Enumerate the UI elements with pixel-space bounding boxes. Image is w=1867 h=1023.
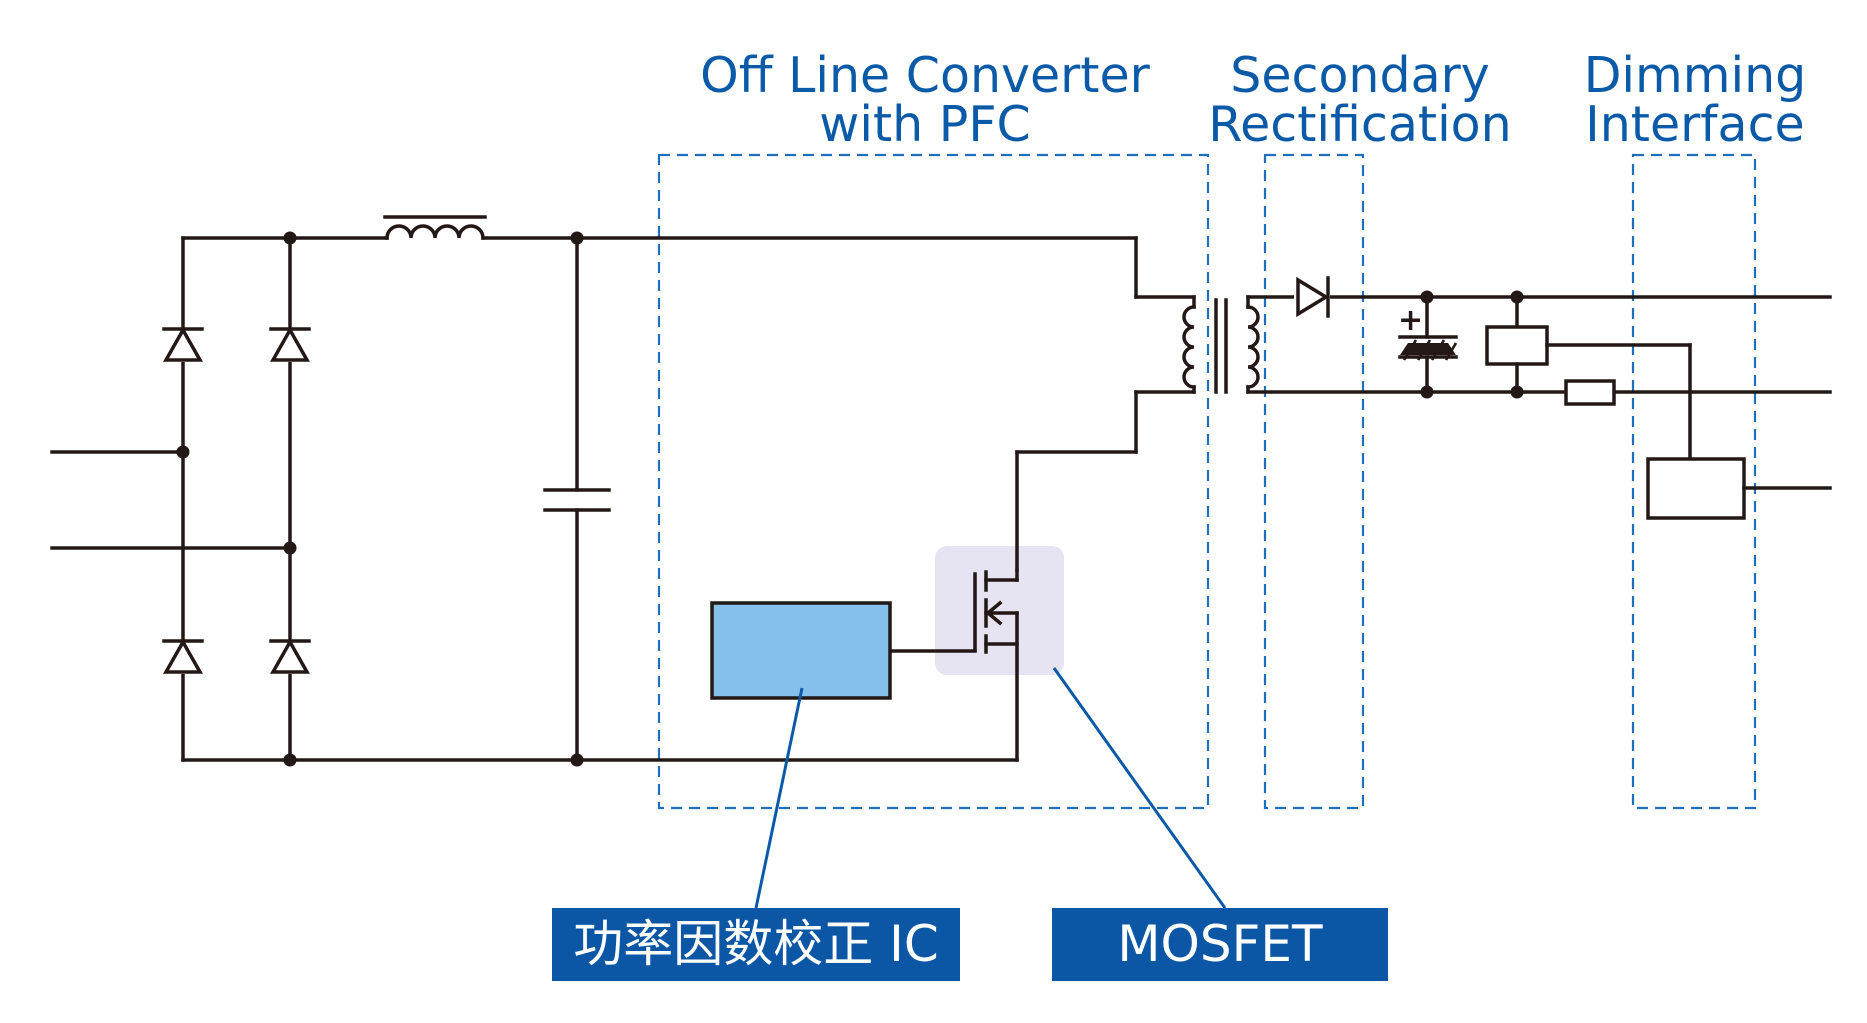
- dimming-interface-box: [1631, 153, 1757, 810]
- capacitor-polarity-label: +: [1398, 303, 1423, 338]
- mosfet-callout-label: MOSFET: [1117, 915, 1323, 973]
- mosfet-highlight: [935, 546, 1064, 675]
- shunt-resistor: [1485, 325, 1549, 366]
- secondary-winding-icon: [1246, 305, 1260, 389]
- diode-d3: [162, 638, 204, 674]
- offline-converter-title-line1: Off Line Converter: [700, 47, 1150, 104]
- bridge-rectifier: [162, 236, 311, 762]
- secondary-rectification-box: [1263, 153, 1365, 810]
- diode-d1: [162, 326, 204, 362]
- dimming-interface-title-line1: Dimming: [1584, 47, 1807, 104]
- pfc-ic-callout: 功率因数校正 IC: [552, 908, 960, 981]
- inductor-icon: [385, 224, 485, 240]
- diode-d4: [269, 638, 311, 674]
- mosfet-callout: MOSFET: [1052, 908, 1388, 981]
- pfc-ic-block: [710, 601, 892, 700]
- electrolytic-capacitor: +: [1398, 295, 1458, 394]
- secondary-rectification-title-line2: Rectification: [1208, 96, 1511, 153]
- pfc-ic-leader: [754, 687, 804, 909]
- dimming-block: [1646, 457, 1746, 520]
- offline-converter-title-line2: with PFC: [819, 96, 1030, 153]
- dimming-interface-title-line2: Interface: [1585, 96, 1804, 153]
- mosfet-symbol: [888, 568, 1019, 762]
- mosfet-leader: [1052, 667, 1227, 909]
- primary-winding-icon: [1182, 305, 1196, 389]
- series-resistor: [1564, 379, 1616, 406]
- pfc-ic-callout-label: 功率因数校正 IC: [573, 915, 939, 973]
- diode-d2: [269, 326, 311, 362]
- secondary-rectification-title-line1: Secondary: [1230, 47, 1490, 104]
- offline-converter-box: [657, 153, 1210, 810]
- output-diode: [1294, 276, 1330, 318]
- junction-nodes: [176, 231, 1524, 767]
